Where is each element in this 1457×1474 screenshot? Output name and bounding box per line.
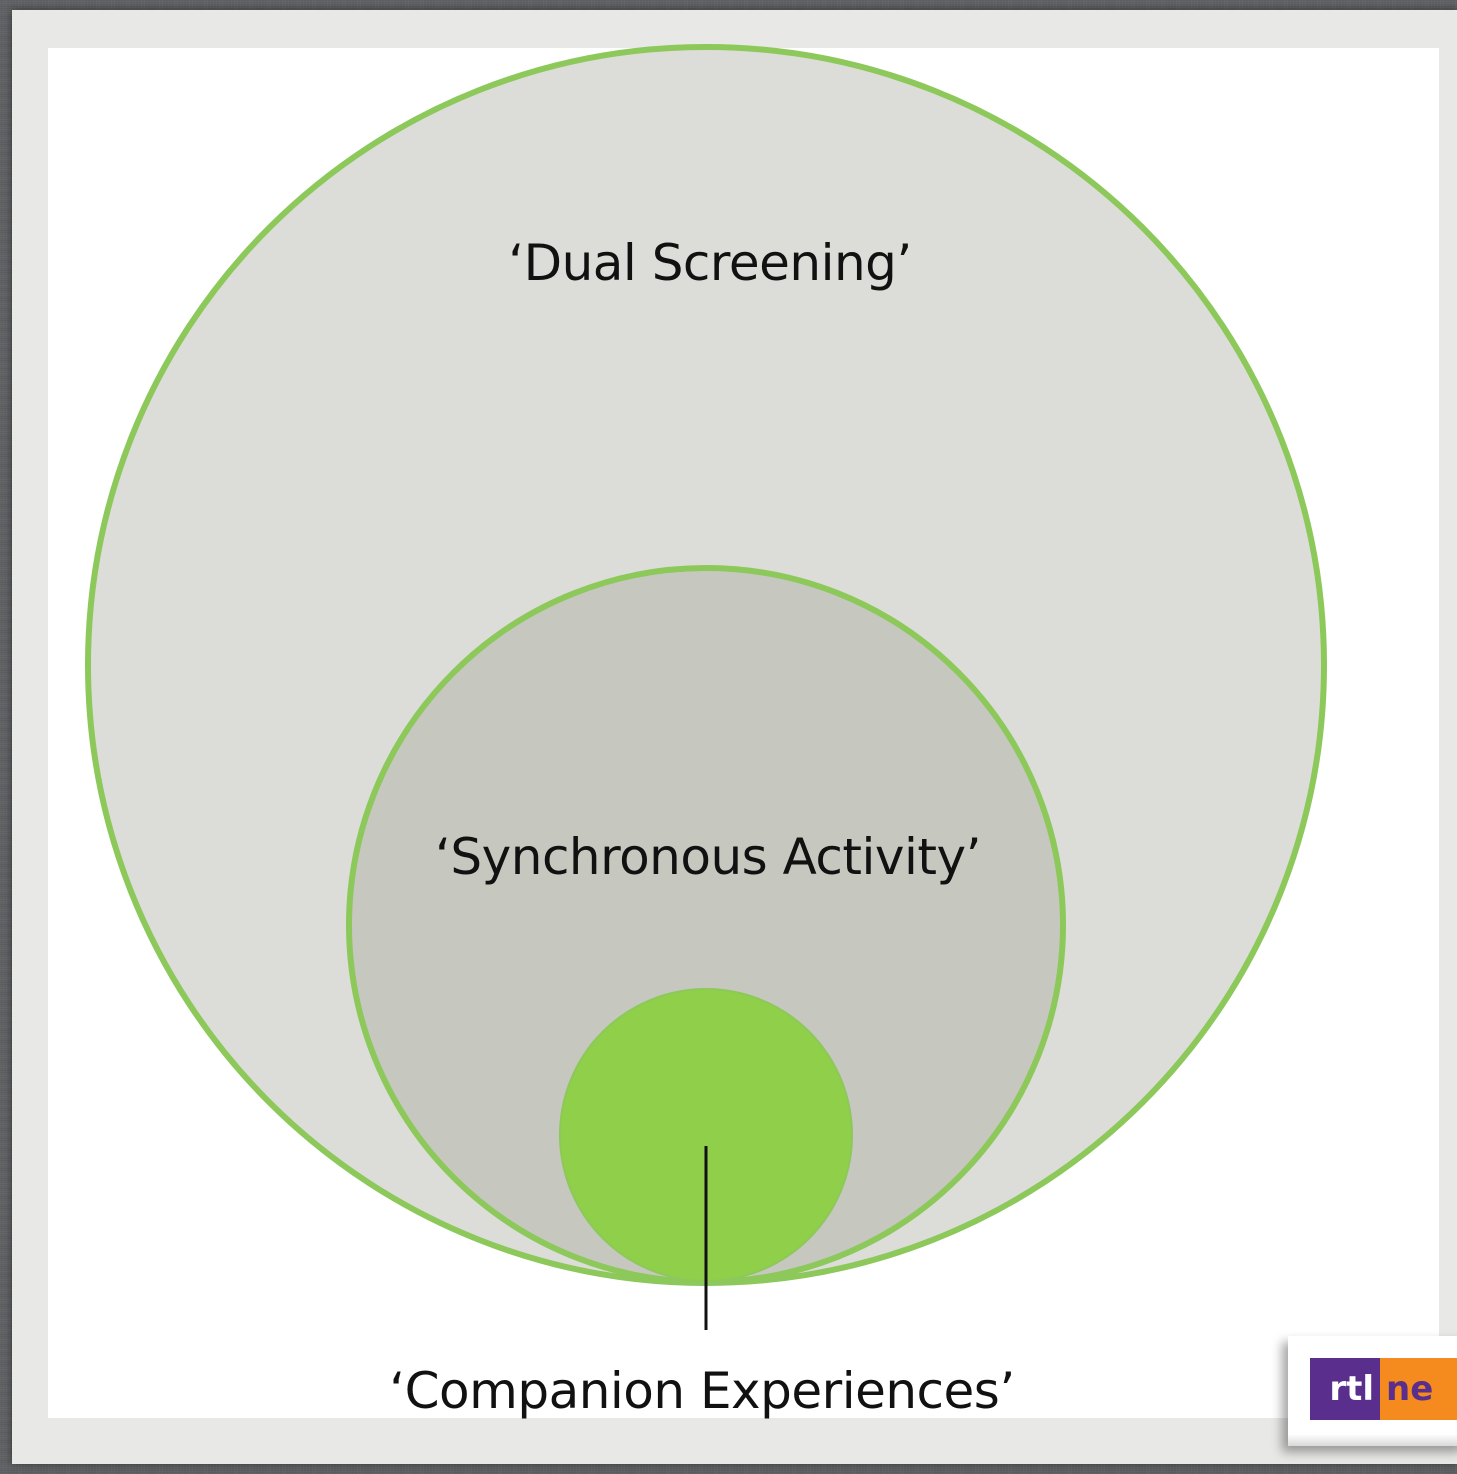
dual-screening-label: ‘Dual Screening’ [508, 234, 912, 292]
logo-left-block: rtl [1310, 1358, 1380, 1420]
companion-experiences-label: ‘Companion Experiences’ [389, 1362, 1015, 1420]
rtl-logo: rtl ne [1288, 1336, 1457, 1446]
synchronous-activity-label: ‘Synchronous Activity’ [435, 828, 981, 886]
logo-right-block: ne [1380, 1358, 1457, 1420]
